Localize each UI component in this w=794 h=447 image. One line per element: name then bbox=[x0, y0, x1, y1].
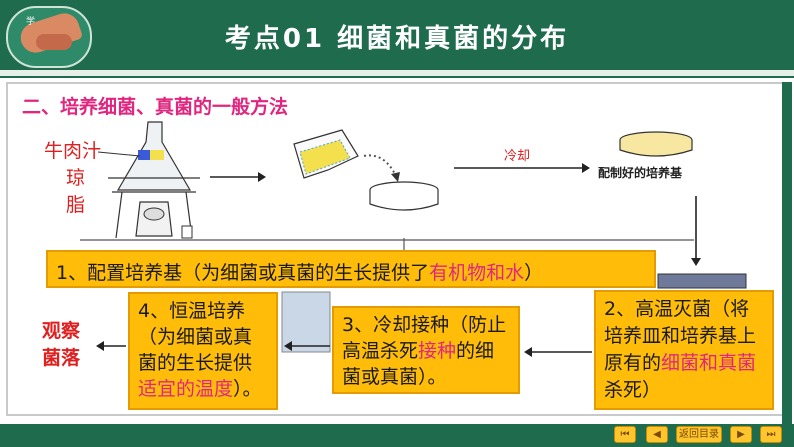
step1-end: ） bbox=[524, 262, 544, 284]
step1-text: 1、配置培养基（为细菌或真菌的生长提供了 bbox=[56, 262, 430, 284]
step3-box: 3、冷却接种（防止高温杀死接种的细菌或真菌）。 bbox=[332, 306, 520, 394]
header-stripe bbox=[0, 70, 794, 76]
tripod-icon bbox=[115, 191, 193, 239]
step4-highlight: 适宜的温度 bbox=[138, 378, 234, 400]
step4-box: 4、恒温培养（为细菌或真菌的生长提供适宜的温度）。 bbox=[128, 292, 278, 410]
wing-icon bbox=[36, 34, 72, 50]
cooling-label: 冷却 bbox=[504, 149, 531, 164]
agar-label-1: 琼 bbox=[66, 167, 86, 189]
prepared-plate-label: 配制好的培养基 bbox=[598, 166, 683, 180]
observe-colonies-label: 观察菌落 bbox=[42, 320, 81, 369]
last-page-button[interactable]: ⏭ bbox=[760, 426, 782, 443]
next-page-button[interactable]: ▶ bbox=[730, 426, 752, 443]
prev-page-button[interactable]: ◀ bbox=[646, 426, 668, 443]
bottom-bar bbox=[0, 424, 794, 447]
step1-box: 1、配置培养基（为细菌或真菌的生长提供了有机物和水） bbox=[46, 250, 656, 288]
step1-highlight: 有机物和水 bbox=[429, 262, 525, 284]
step2-text: 2、高温灭菌（将培养皿和培养基上原有的 bbox=[604, 298, 757, 374]
flask-icon bbox=[108, 121, 200, 193]
header-bar bbox=[0, 0, 794, 70]
step3-end: 的细菌或真菌）。 bbox=[342, 340, 495, 388]
first-page-button[interactable]: ⏮ bbox=[614, 426, 636, 443]
step4-text: 4、恒温培养（为细菌或真菌的生长提供 bbox=[138, 300, 253, 374]
section-title: 二、培养细菌、真菌的一般方法 bbox=[22, 96, 289, 118]
step4-end: ）。 bbox=[233, 378, 262, 400]
logo: 学 bbox=[6, 6, 92, 68]
step2-highlight: 细菌和真菌 bbox=[661, 352, 757, 374]
logo-text: 学 bbox=[26, 17, 36, 27]
pouring-flask-icon bbox=[293, 129, 359, 179]
empty-dish-icon bbox=[369, 181, 439, 211]
step2-end: 杀死） bbox=[604, 379, 662, 401]
menu-button[interactable]: 返回目录 bbox=[676, 426, 722, 443]
header-line bbox=[0, 76, 794, 78]
agar-label-2: 脂 bbox=[66, 194, 86, 216]
step2-box: 2、高温灭菌（将培养皿和培养基上原有的细菌和真菌杀死） bbox=[594, 290, 774, 410]
page-title: 考点01 细菌和真菌的分布 bbox=[224, 24, 570, 54]
side-bar bbox=[782, 82, 792, 424]
prepared-plate-icon bbox=[619, 131, 693, 157]
beef-broth-label: 牛肉汁 bbox=[44, 140, 102, 162]
step3-text: 3、冷却接种（防止高温杀死 bbox=[342, 314, 507, 362]
step3-highlight: 接种 bbox=[418, 340, 457, 362]
